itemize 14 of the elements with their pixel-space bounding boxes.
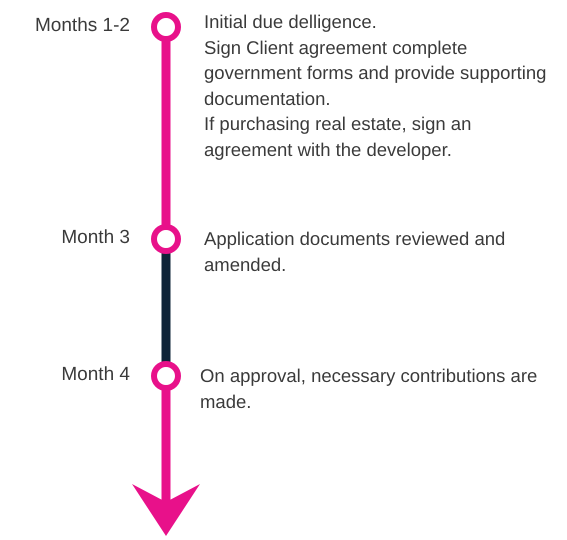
- timeline-marker: [151, 224, 181, 254]
- milestone-description: If purchasing real estate, sign an agreement with the developer.: [204, 112, 472, 162]
- milestone-description: On approval, necessary contributions are made.: [200, 364, 538, 414]
- timeline-line: [162, 41, 170, 225]
- milestone-description: Sign Client agreement complete government forms and provide supporting documentation.: [204, 36, 548, 110]
- period-label: Months 1-2: [34, 14, 130, 38]
- milestone-description: Initial due delligence.: [204, 10, 378, 34]
- timeline-marker: [151, 361, 181, 391]
- period-label: Month 4: [61, 363, 130, 387]
- period-label: Month 3: [61, 226, 130, 250]
- timeline-line: [162, 253, 170, 362]
- milestone-description: Application documents reviewed and amended.: [204, 227, 506, 276]
- timeline-marker: [151, 12, 181, 42]
- arrow: [132, 390, 200, 536]
